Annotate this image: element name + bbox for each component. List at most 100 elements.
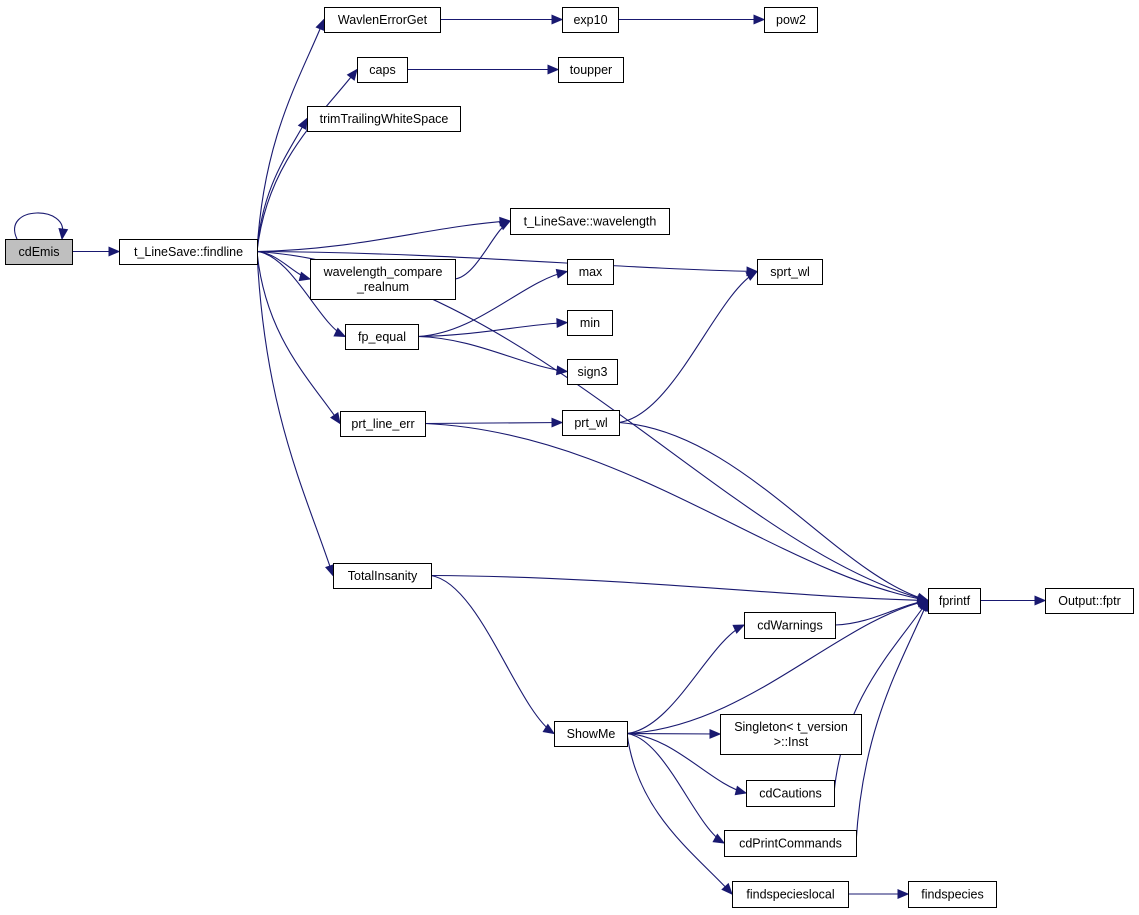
node-label: trimTrailingWhiteSpace [320,112,449,126]
arrowhead-icon [897,889,910,899]
node-fp_equal[interactable]: fp_equal [345,324,419,350]
edge-ShowMe-to-cdPrintCommands [626,732,726,844]
node-max[interactable]: max [567,259,614,285]
node-box [119,239,258,265]
edge-caps-to-toupper [407,64,560,75]
node-box [333,563,432,589]
edge-ShowMe-to-cdCautions [626,732,748,796]
edge-cdEmis-to-findline [72,246,121,257]
edge-findline-to-WavlenErrorGet [256,18,325,252]
edge-ShowMe-to-cdWarnings [626,624,746,735]
arrowhead-icon [346,68,358,81]
node-box [307,106,461,132]
node-box [324,7,441,33]
node-label: exp10 [573,13,607,27]
edge-findline-to-TotalInsanity [256,251,335,577]
node-box [757,259,823,285]
arrowhead-icon [555,268,569,279]
node-sign3[interactable]: sign3 [567,359,618,385]
edge-wlcompare-to-wavelength [454,220,512,280]
node-label: TotalInsanity [348,569,418,583]
node-label: _realnum [356,280,409,294]
node-cdcautions[interactable]: cdCautions [746,780,835,807]
node-box [567,310,613,336]
node-findline[interactable]: t_LineSave::findline [119,239,258,265]
node-wavelength[interactable]: t_LineSave::wavelength [510,208,670,235]
node-box [345,324,419,350]
node-prt_wl[interactable]: prt_wl [562,410,620,436]
edge-fprintf-to-fptr [980,595,1047,606]
node-label: sign3 [578,365,608,379]
node-label: >::Inst [774,735,809,749]
node-box [908,881,997,908]
node-totalinsanity[interactable]: TotalInsanity [333,563,432,589]
arrowhead-icon [732,624,746,634]
node-singleton[interactable]: Singleton< t_version>::Inst [720,714,862,755]
node-label: max [579,265,603,279]
arrowhead-icon [721,882,733,895]
node-label: cdCautions [759,787,822,801]
node-toupper[interactable]: toupper [558,57,624,83]
node-trim[interactable]: trimTrailingWhiteSpace [307,106,461,132]
edge-findspecieslocal-to-findspecies [848,889,910,899]
arrowhead-icon [333,327,347,338]
node-findspecieslocal[interactable]: findspecieslocal [732,881,849,908]
node-showme[interactable]: ShowMe [554,721,628,747]
call-nodes: cdEmis t_LineSave::findline WavlenErrorGet… [5,7,1134,908]
node-label: wavelength_compare [323,265,443,279]
arrowhead-icon [330,412,341,425]
arrowhead-icon [325,563,335,577]
arrowhead-icon [108,246,121,257]
edge-TotalInsanity-to-fprintf [430,574,930,606]
arrowhead-icon [1034,595,1047,606]
node-box [310,259,456,300]
node-label: fprintf [939,594,971,608]
node-box [1045,588,1134,614]
node-min[interactable]: min [567,310,613,336]
node-findspecies[interactable]: findspecies [908,881,997,908]
edge-prt_wl-to-fprintf [618,421,930,603]
edge-fp_equal-to-min [417,318,569,338]
arrowhead-icon [709,729,722,739]
arrowhead-icon [551,14,564,25]
node-wavlenerrorget[interactable]: WavlenErrorGet [324,7,441,33]
arrowhead-icon [297,117,308,131]
node-label: WavlenErrorGet [338,13,428,27]
node-sprt_wl[interactable]: sprt_wl [757,259,823,285]
node-box [562,410,620,436]
node-cdwarnings[interactable]: cdWarnings [744,612,836,639]
edge-cdCautions-to-fprintf [833,599,929,794]
node-box [764,7,818,33]
node-box [724,830,857,857]
node-box [554,721,628,747]
node-box [732,881,849,908]
arrowhead-icon [555,365,569,376]
node-fptr[interactable]: Output::fptr [1045,588,1134,614]
arrowhead-icon [556,318,569,328]
arrowhead-icon [712,833,726,844]
node-cdprintcommands[interactable]: cdPrintCommands [724,830,857,857]
node-pow2[interactable]: pow2 [764,7,818,33]
edge-exp10-to-pow2 [618,14,766,25]
edge-findline-to-trim [256,117,308,252]
node-label: Output::fptr [1058,594,1121,608]
node-label: caps [369,63,395,77]
edge-fp_equal-to-max [417,268,569,338]
edge-ShowMe-to-findspecieslocal [626,733,733,895]
node-caps[interactable]: caps [357,57,408,83]
node-cdemis[interactable]: cdEmis [5,239,73,265]
node-fprintf[interactable]: fprintf [928,588,981,614]
edge-findline-to-prt_line_err [256,251,341,425]
edge-ShowMe-to-Singleton [626,729,722,739]
node-prt_line_err[interactable]: prt_line_err [340,411,426,437]
node-label: t_LineSave::wavelength [524,215,657,229]
edge-cdWarnings-to-fprintf [834,596,930,626]
node-box [720,714,862,755]
node-label: Singleton< t_version [734,720,848,734]
node-box [562,7,619,33]
arrowhead-icon [745,270,759,281]
edge-prt_wl-to-sprt_wl [618,270,759,424]
node-exp10[interactable]: exp10 [562,7,619,33]
node-wlcompare[interactable]: wavelength_compare_realnum [310,259,456,300]
